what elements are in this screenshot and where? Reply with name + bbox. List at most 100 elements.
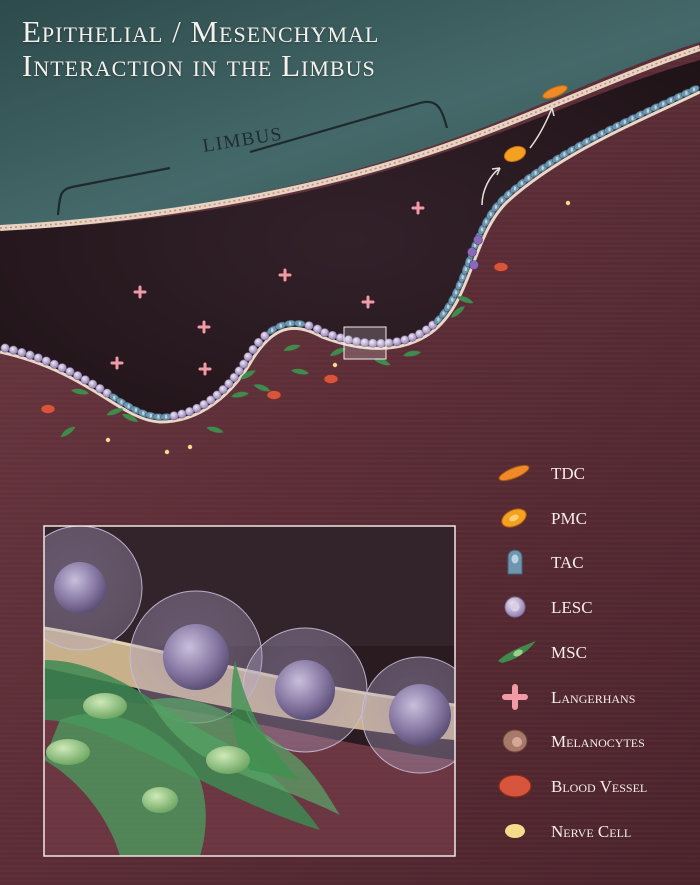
lesc-cell <box>17 347 27 357</box>
tac-nucleus <box>464 267 467 272</box>
lesc-cell <box>88 379 98 389</box>
tac-nucleus <box>127 404 130 409</box>
lesc-cell <box>421 325 431 335</box>
blood-vessel <box>266 390 282 400</box>
lesc-cell <box>8 345 18 355</box>
lesc-cell <box>41 356 51 366</box>
msc-cell <box>240 370 256 380</box>
nerve-cell <box>565 200 571 206</box>
tac-nucleus <box>585 139 588 144</box>
langerhans-cell <box>361 295 375 309</box>
langerhans-cell <box>278 268 292 282</box>
tac-nucleus <box>646 108 650 113</box>
legend-item-blood-vessel: Blood Vessel <box>496 771 696 801</box>
lesc-cell <box>243 352 253 362</box>
tac-nucleus <box>164 414 168 419</box>
tac-nucleus <box>442 311 445 316</box>
legend-label: Blood Vessel <box>551 776 648 796</box>
lesc-cell <box>234 366 244 376</box>
migration-arrow-1 <box>481 167 501 206</box>
msc-cell <box>373 358 391 366</box>
msc-icon <box>498 640 536 663</box>
lesc-cell <box>65 367 75 377</box>
tac-nucleus <box>134 408 138 413</box>
nerve-cell <box>164 449 170 455</box>
tac-nucleus <box>461 275 464 280</box>
lesc-cell <box>224 379 234 389</box>
blood-vessel <box>493 262 509 272</box>
tac-nucleus <box>677 94 680 99</box>
msc-cell <box>283 344 301 351</box>
msc-cell <box>291 368 309 375</box>
tac-nucleus <box>623 119 626 124</box>
lesc-cell <box>177 409 187 419</box>
nerve-cell <box>332 362 338 368</box>
lesc-cell <box>212 390 222 400</box>
tac-nucleus <box>593 135 596 140</box>
tac-nucleus <box>149 413 152 418</box>
tac-nucleus <box>507 192 510 197</box>
tac-nucleus <box>654 105 657 110</box>
tac-nucleus <box>451 297 454 302</box>
legend-item-nerve-cell: Nerve Cell <box>496 816 696 846</box>
lesc-cell <box>169 411 179 421</box>
inset-lesc-nucleus <box>163 624 229 690</box>
title-line-1: Epithelial / Mesenchymal <box>22 14 380 49</box>
langerhans-cells <box>110 201 425 376</box>
msc-cell <box>121 413 139 422</box>
lesc-cell <box>335 333 345 343</box>
tac-nucleus <box>541 165 544 170</box>
lesc-cell <box>80 375 90 385</box>
legend-item-lesc: LESC <box>496 592 696 622</box>
lesc-cell <box>239 359 249 369</box>
lesc-cell <box>312 324 322 334</box>
legend-label: TAC <box>551 553 584 573</box>
legend-label: PMC <box>551 508 587 528</box>
tac-nucleus <box>484 219 488 224</box>
pmc-cell <box>503 145 527 163</box>
stromal-cells <box>40 200 571 455</box>
tdc-cell <box>542 85 568 99</box>
msc-cell <box>456 296 474 304</box>
nerve-cell <box>105 437 111 443</box>
msc-cell <box>106 408 124 416</box>
msc-cell <box>231 391 249 398</box>
tac-nucleus <box>489 212 492 217</box>
msc-cell <box>253 384 271 392</box>
tac-nucleus <box>615 123 619 128</box>
tac-nucleus <box>446 304 450 309</box>
tac-nucleus <box>685 90 688 95</box>
lesc-cell <box>392 337 402 347</box>
tac-nucleus <box>570 147 574 152</box>
melanocyte <box>469 260 479 270</box>
title-line-2: Interaction in the Limbus <box>22 48 376 83</box>
lesc-cell <box>57 363 67 373</box>
tac-nucleus <box>520 181 523 186</box>
tac-nucleus <box>473 243 477 248</box>
tac-nucleus <box>458 282 461 287</box>
lesc-cell <box>199 399 209 409</box>
langerhans-cell <box>110 356 124 370</box>
lesc-cell <box>33 353 43 363</box>
lesc-cell <box>260 331 270 341</box>
msc-cell <box>329 347 347 356</box>
tac-nucleus <box>480 227 484 232</box>
tac-nucleus <box>494 204 498 209</box>
langerhans-cell <box>198 362 212 376</box>
lesc-cell <box>415 329 425 339</box>
lesc-icon <box>504 596 526 618</box>
melanocyte <box>473 235 483 245</box>
tac-nucleus <box>454 290 458 295</box>
langerhans-cell <box>133 285 147 299</box>
lesc-cell <box>327 330 337 340</box>
basement-membrane <box>0 90 700 424</box>
tac-nucleus <box>600 131 604 136</box>
tac-nucleus <box>608 127 611 132</box>
tac-nucleus <box>288 321 292 326</box>
lesc-cell <box>229 372 239 382</box>
zoom-region-marker <box>343 326 387 360</box>
lesc-cell <box>95 384 105 394</box>
lesc-cell <box>192 403 202 413</box>
tear-film-region <box>0 0 700 226</box>
